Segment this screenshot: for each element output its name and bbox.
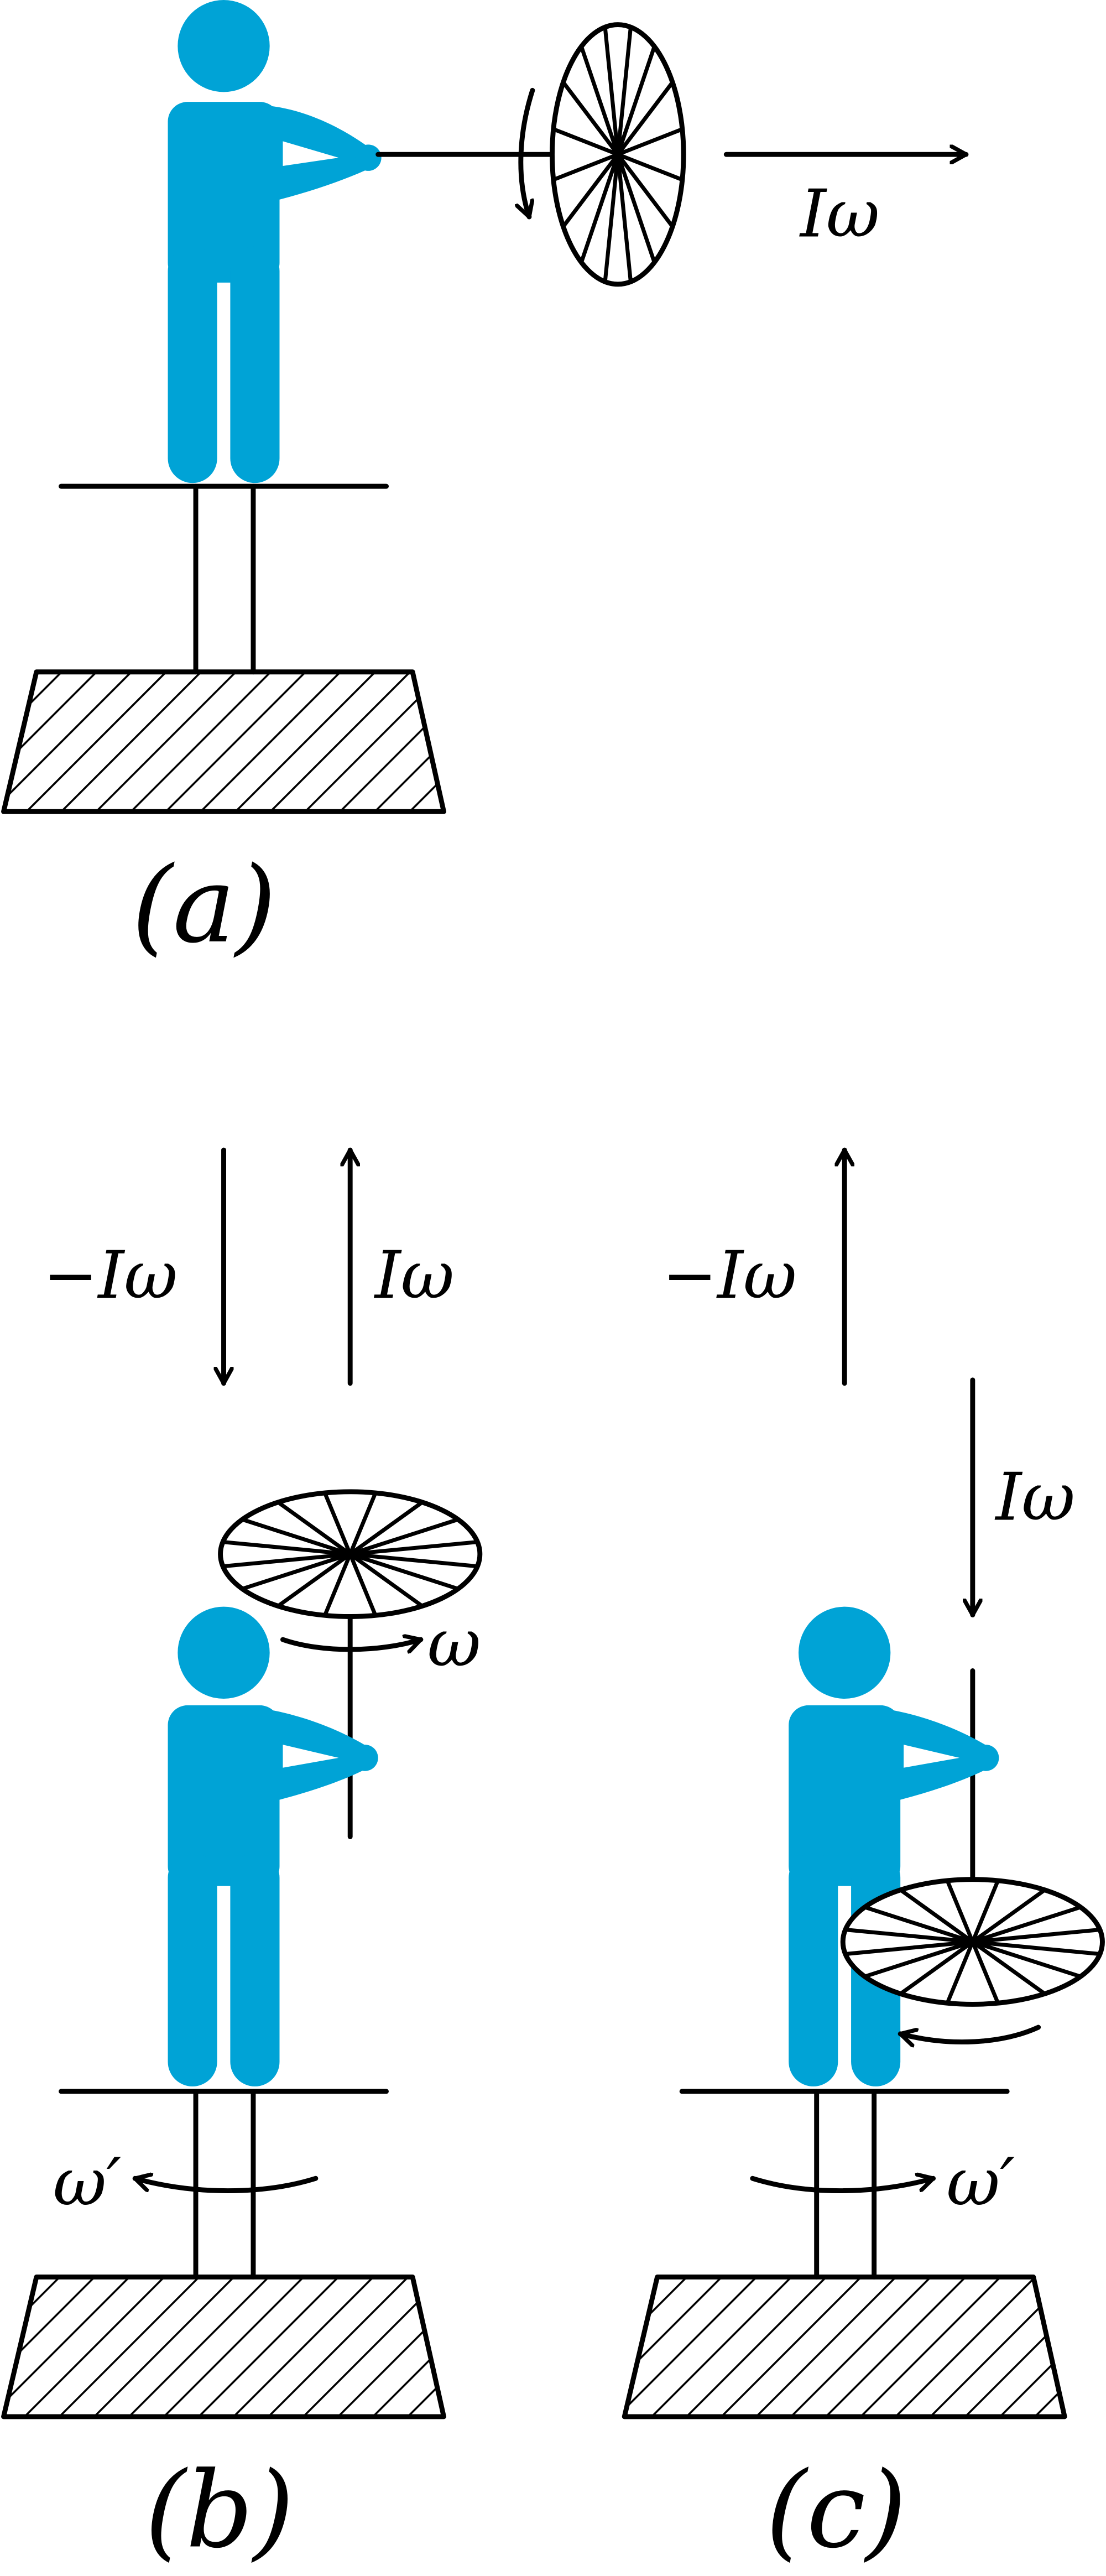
wheel-spoke — [348, 1492, 378, 1555]
wheel-spoke — [971, 1941, 1000, 2004]
wheel-spoke — [222, 1540, 351, 1557]
panel-c: −Iω Iω ω′ (c) — [622, 1147, 1105, 2572]
wheel-spoke — [603, 154, 620, 282]
wheel-spoke — [349, 1540, 478, 1557]
angular-momentum-label-a: Iω — [799, 176, 880, 253]
wheel-spoke — [615, 154, 656, 263]
wheel-spoke — [242, 1517, 351, 1557]
wheel-spoke — [945, 1941, 975, 2004]
caption-a: (a) — [132, 844, 276, 966]
wheel-spoke — [349, 1552, 424, 1608]
wheel-spoke — [864, 1940, 973, 1979]
wheel-spoke — [349, 1552, 459, 1591]
caption-b: (b) — [145, 2449, 294, 2572]
wheel-a — [550, 22, 686, 287]
neg-momentum-label-c: −Iω — [662, 1237, 797, 1314]
platform-c — [622, 2089, 1067, 2419]
wheel-rotation-arrow-c — [898, 2025, 1041, 2042]
wheel-spoke — [845, 1928, 973, 1944]
wheel-momentum-label-c: Iω — [994, 1459, 1075, 1536]
pos-momentum-label-b: Iω — [374, 1237, 455, 1314]
wheel-spoke — [615, 154, 633, 282]
wheel-spoke — [971, 1880, 1000, 1943]
wheel-spoke — [615, 45, 656, 155]
caption-c: (c) — [766, 2449, 907, 2572]
wheel-spoke — [242, 1552, 351, 1591]
wheel-spoke — [945, 1880, 975, 1943]
platform-rotation-arrow-b — [132, 2178, 319, 2193]
wheel-spoke — [616, 153, 674, 228]
wheel-spoke — [222, 1552, 351, 1569]
wheel-spoke — [552, 152, 619, 182]
wheel-spoke — [349, 1517, 459, 1557]
panel-a: Iω (a) — [1, 0, 969, 966]
platform-spin-label-b: ω′ — [53, 2145, 122, 2221]
platform-rotation-arrow-c — [750, 2178, 936, 2193]
person-c — [789, 1606, 999, 2086]
wheel-spoke — [561, 81, 620, 156]
wheel-spoke — [349, 1500, 424, 1556]
wheel-spoke — [603, 27, 620, 155]
wheel-spoke — [617, 152, 684, 182]
platform-b — [1, 2089, 446, 2419]
wheel-spoke — [899, 1940, 974, 1996]
wheel-c — [840, 1877, 1105, 2007]
wheel-spoke — [349, 1552, 478, 1569]
wheel-spoke — [579, 45, 620, 155]
wheel-spoke — [323, 1553, 352, 1616]
wheel-spoke — [971, 1888, 1046, 1944]
wheel-spoke — [899, 1888, 974, 1944]
person-a — [168, 0, 382, 483]
wheel-spoke — [971, 1940, 1046, 1996]
wheel-spoke — [579, 154, 620, 263]
wheel-spoke — [864, 1905, 973, 1944]
wheel-rotation-arrow-b — [280, 1640, 424, 1649]
wheel-spoke — [617, 127, 684, 157]
person-b — [168, 1606, 378, 2086]
wheel-spoke — [972, 1940, 1100, 1956]
platform-spin-label-c: ω′ — [946, 2145, 1015, 2221]
wheel-spoke — [348, 1553, 378, 1616]
wheel-spoke — [276, 1500, 352, 1556]
wheel-spoke — [615, 27, 633, 155]
wheel-spin-label-b: ω — [427, 1606, 481, 1682]
panel-b: −Iω Iω ω ω′ (b) — [1, 1147, 483, 2572]
wheel-spoke — [323, 1492, 352, 1555]
neg-momentum-label-b: −Iω — [43, 1237, 178, 1314]
wheel-spoke — [616, 81, 674, 156]
wheel-b — [218, 1489, 483, 1619]
wheel-spoke — [972, 1905, 1082, 1944]
platform-a — [1, 483, 446, 814]
wheel-spoke — [972, 1928, 1100, 1944]
wheel-rotation-arrow-a — [521, 87, 535, 220]
wheel-spoke — [561, 153, 620, 228]
wheel-spoke — [972, 1940, 1082, 1979]
wheel-spoke — [552, 127, 619, 157]
wheel-spoke — [276, 1552, 352, 1608]
wheel-spoke — [845, 1940, 973, 1956]
